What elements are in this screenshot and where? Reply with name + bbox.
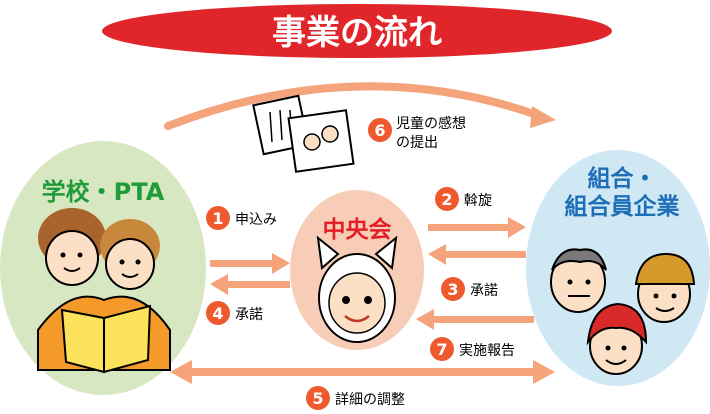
- step3-label: 承諾: [470, 283, 498, 299]
- cooperative-label-line2: 組合員企業: [565, 193, 681, 220]
- step5-arrowhead-left: [170, 360, 192, 384]
- step6-arc-arrow: [164, 82, 544, 130]
- step5-number: 5: [312, 389, 323, 408]
- cooperative-label-line1: 組合・: [588, 165, 657, 192]
- photos-icon: [252, 94, 355, 173]
- page-title: 事業の流れ: [272, 13, 442, 53]
- step7-label: 実施報告: [459, 343, 515, 359]
- step7-badge: [430, 337, 454, 361]
- step1-arrow-shaft: [210, 260, 274, 267]
- step4-arrowhead: [210, 274, 228, 295]
- step6-badge: [368, 118, 392, 142]
- step1-badge: [206, 206, 230, 230]
- step6-arrowhead: [530, 106, 556, 128]
- step2-arrow-shaft: [428, 224, 510, 231]
- step5-arrowhead-right: [533, 360, 555, 384]
- step4-arrow-shaft: [226, 281, 290, 288]
- mascot-icon: [316, 235, 398, 343]
- step2-arrowhead: [508, 217, 526, 238]
- step7-arrow-shaft: [432, 316, 534, 323]
- step2-number: 2: [441, 190, 452, 209]
- step1-number: 1: [212, 209, 223, 228]
- step1-arrowhead: [272, 253, 290, 274]
- step5-badge: [306, 386, 330, 410]
- step1-label: 申込み: [235, 212, 277, 228]
- step5-arrow-shaft: [190, 368, 535, 376]
- children-reading-icon: [37, 208, 171, 374]
- step5-label: 詳細の調整: [335, 392, 405, 408]
- central-association-label: 中央会: [323, 216, 392, 243]
- step6-label-line1: 児童の感想: [396, 115, 466, 132]
- step2-badge: [435, 187, 459, 211]
- step3-arrow-shaft: [444, 251, 526, 258]
- step4-number: 4: [212, 304, 223, 323]
- step4-label: 承諾: [235, 307, 263, 323]
- title-banner: [102, 4, 612, 58]
- step7-arrowhead: [416, 309, 434, 330]
- step6-number: 6: [374, 121, 385, 140]
- step3-badge: [441, 277, 465, 301]
- step6-label-line2: の提出: [396, 135, 438, 151]
- cooperative-area: [526, 150, 710, 386]
- step3-number: 3: [447, 280, 458, 299]
- step3-arrowhead: [428, 244, 446, 265]
- workers-icon: [550, 248, 696, 375]
- step4-badge: [206, 301, 230, 325]
- step7-number: 7: [436, 340, 447, 359]
- school-pta-label: 学校・PTA: [42, 178, 165, 206]
- step2-label: 斡旋: [464, 193, 492, 209]
